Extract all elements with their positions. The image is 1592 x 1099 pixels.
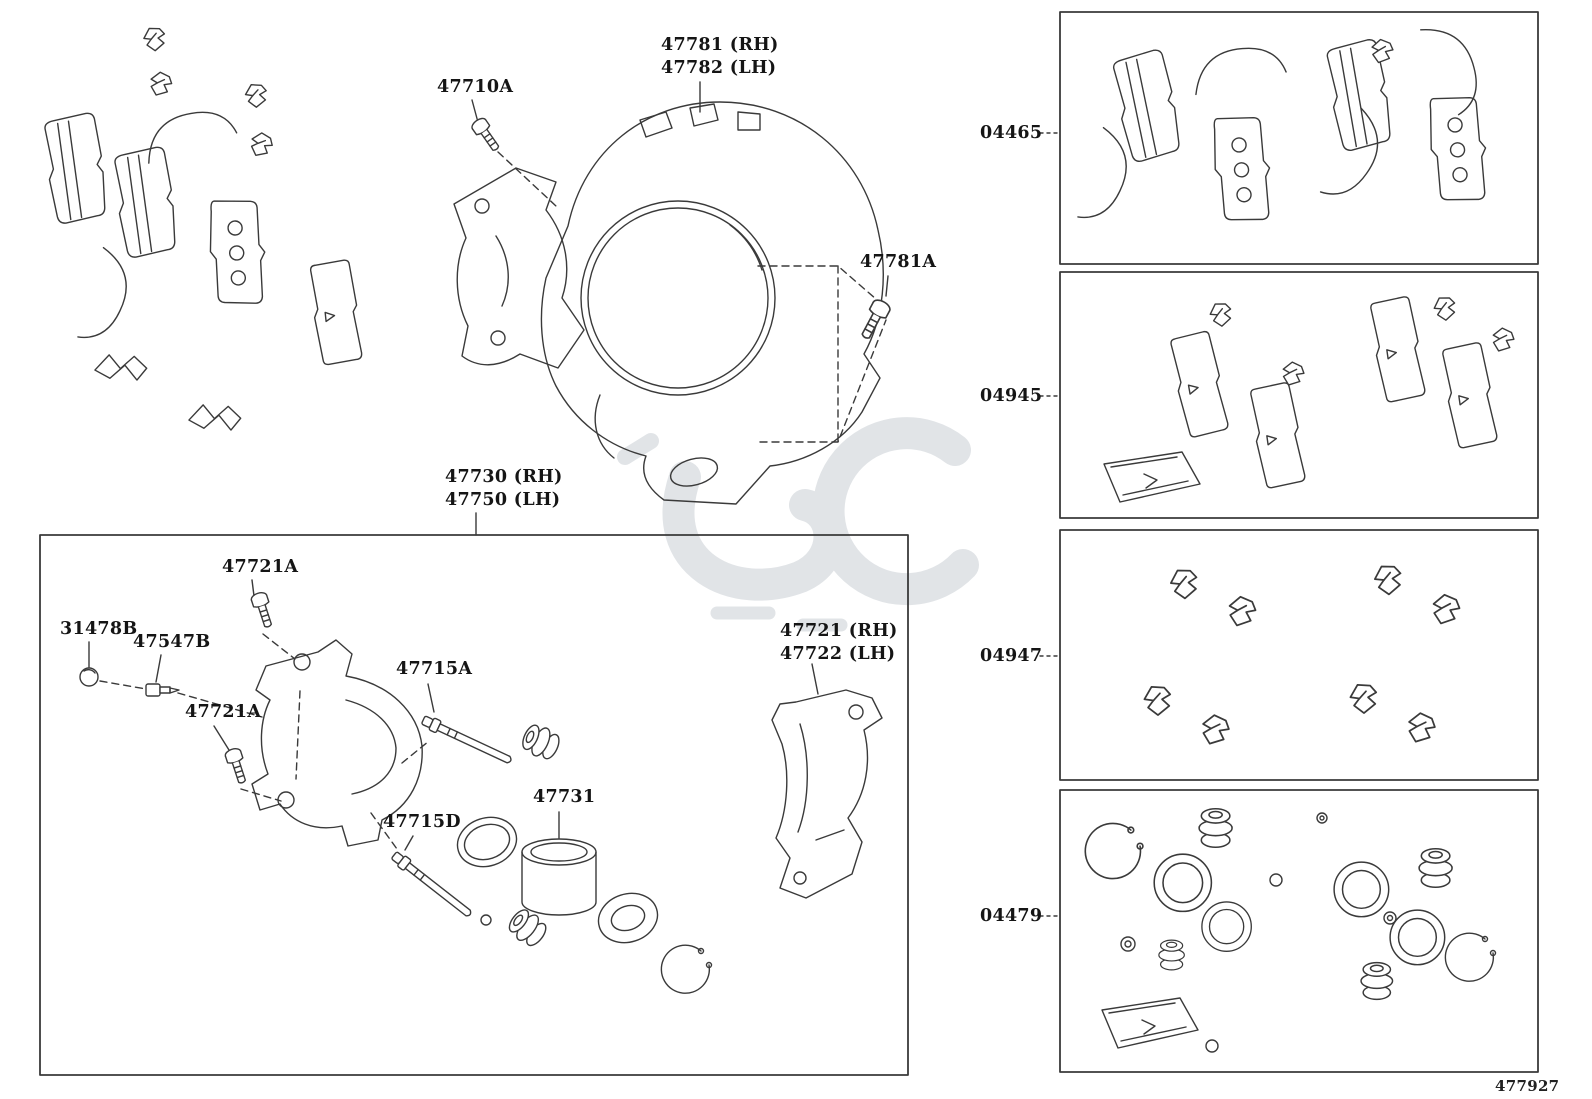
label-47721-rh: 47721 (RH) [780, 621, 898, 641]
kit-box-04479 [1059, 789, 1539, 1073]
kit-box-04945 [1059, 271, 1539, 519]
label-47721A-lower: 47721A [185, 702, 262, 722]
label-47781-rh: 47781 (RH) [661, 35, 779, 55]
assembly-dashed-lines [99, 151, 887, 850]
label-31478B: 31478B [60, 619, 138, 639]
label-47781A: 47781A [860, 252, 937, 272]
label-47721A-upper: 47721A [222, 557, 299, 577]
kit-code-04945: 04945 [980, 386, 1043, 406]
mounting-bracket-drawing [771, 689, 883, 899]
slide-pin-upper-drawing [419, 713, 564, 768]
kit-04479-drawing [1084, 807, 1497, 1053]
label-47715D: 47715D [383, 812, 461, 832]
label-47715A: 47715A [396, 659, 473, 679]
slide-pin-lower-drawing [389, 849, 552, 951]
kit-04945-drawing [1103, 294, 1517, 503]
mount-bolt-drawing [469, 115, 504, 155]
piston-drawing [521, 838, 597, 916]
bleeder-screw-drawing [145, 683, 180, 697]
pad-and-shim-set-drawing [42, 25, 364, 434]
label-47782-lh: 47782 (LH) [661, 58, 777, 78]
caliper-bolt-lower-drawing [223, 746, 251, 786]
piston-seal-drawing [456, 816, 518, 868]
label-47722-lh: 47722 (LH) [780, 644, 896, 664]
set-ring-drawing [660, 944, 713, 994]
label-47547B: 47547B [133, 632, 211, 652]
label-47710A: 47710A [437, 77, 514, 97]
kit-box-04947 [1059, 529, 1539, 781]
kit-code-04465: 04465 [980, 123, 1043, 143]
cylinder-boot-drawing [597, 892, 659, 944]
diagram-number: 477927 [1495, 1077, 1560, 1095]
label-47750-lh: 47750 (LH) [445, 490, 561, 510]
caliper-drawing [251, 639, 423, 847]
leader-lines [88, 81, 889, 851]
kit-04947-drawing [1141, 562, 1463, 749]
label-47730-rh: 47730 (RH) [445, 467, 563, 487]
bleeder-plug-drawing [79, 667, 99, 687]
dust-cover-drawing [540, 101, 884, 505]
caliper-assembly-box [39, 534, 909, 1076]
kit-leader-lines [1039, 132, 1058, 917]
label-47731: 47731 [533, 787, 596, 807]
watermark [617, 417, 979, 632]
caliper-support-drawing [453, 167, 585, 369]
kit-code-04479: 04479 [980, 906, 1043, 926]
cover-bolt-drawing [856, 296, 893, 343]
kit-04465-drawing [1043, 27, 1494, 228]
kit-box-04465 [1059, 11, 1539, 265]
kit-code-04947: 04947 [980, 646, 1043, 666]
caliper-bolt-upper-drawing [249, 590, 277, 630]
